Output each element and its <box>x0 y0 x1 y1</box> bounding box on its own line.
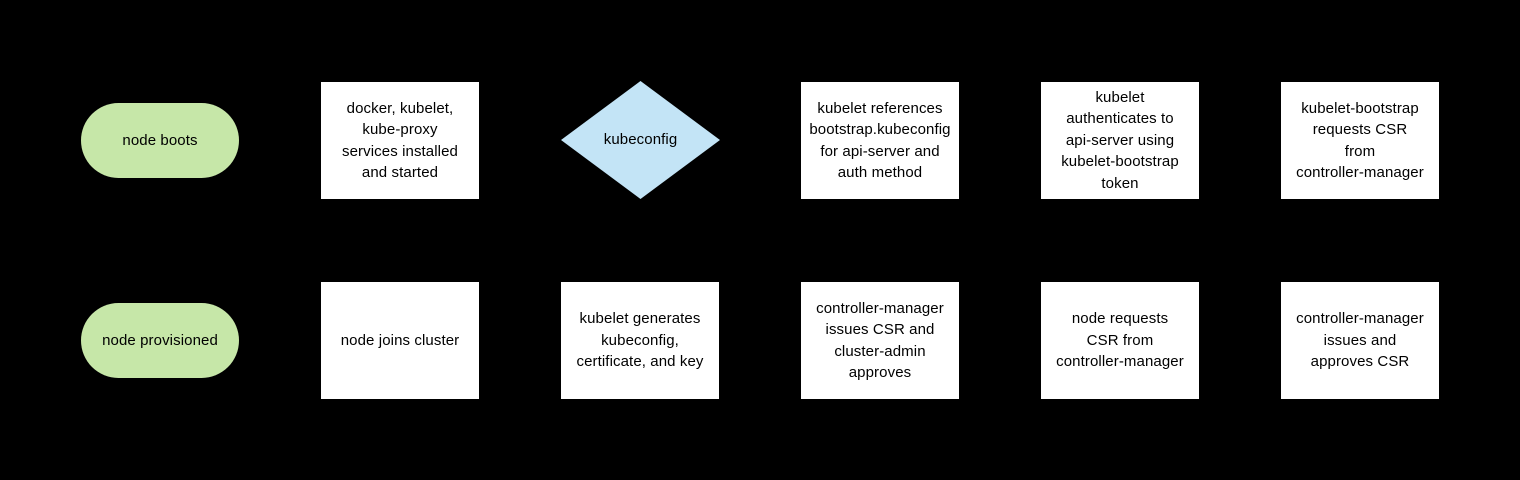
flow-node-kubelet-bootstrap-requests-csr[interactable]: kubelet-bootstrap requests CSR from cont… <box>1281 82 1439 199</box>
flow-node-kubelet-generates[interactable]: kubelet generates kubeconfig, certificat… <box>561 282 719 399</box>
flow-node-label-services-installed: docker, kubelet, kube-proxy services ins… <box>341 99 458 182</box>
flow-node-label-node-joins-cluster: node joins cluster <box>340 331 460 349</box>
flow-node-label-kubelet-authenticates: kubelet authenticates to api-server usin… <box>1061 88 1179 192</box>
flow-node-kubelet-references-bootstrap[interactable]: kubelet references bootstrap.kubeconfig … <box>801 82 959 199</box>
flow-node-kubeconfig[interactable]: kubeconfig <box>561 81 720 199</box>
flow-node-label-node-provisioned: node provisioned <box>102 331 218 349</box>
flow-node-node-joins-cluster[interactable]: node joins cluster <box>321 282 479 399</box>
flow-node-label-kubelet-bootstrap-requests-csr: kubelet-bootstrap requests CSR from cont… <box>1296 99 1424 182</box>
flow-node-node-provisioned[interactable]: node provisioned <box>81 303 239 378</box>
flow-node-services-installed[interactable]: docker, kubelet, kube-proxy services ins… <box>321 82 479 199</box>
flow-node-controller-manager-issues-approves[interactable]: controller-manager issues and approves C… <box>1281 282 1439 399</box>
flow-node-label-kubeconfig: kubeconfig <box>603 131 678 149</box>
flow-node-label-controller-manager-issues-csr: controller-manager issues CSR and cluste… <box>816 299 944 382</box>
flow-node-label-controller-manager-issues-approves: controller-manager issues and approves C… <box>1296 310 1424 371</box>
flow-node-label-kubelet-generates: kubelet generates kubeconfig, certificat… <box>576 310 704 371</box>
flow-node-label-node-requests-csr: node requests CSR from controller-manage… <box>1056 310 1184 371</box>
flow-node-controller-manager-issues-csr[interactable]: controller-manager issues CSR and cluste… <box>801 282 959 399</box>
flow-node-node-requests-csr[interactable]: node requests CSR from controller-manage… <box>1041 282 1199 399</box>
flow-node-label-node-boots: node boots <box>122 131 198 149</box>
flow-node-label-kubelet-references-bootstrap: kubelet references bootstrap.kubeconfig … <box>809 99 951 182</box>
flow-node-node-boots[interactable]: node boots <box>81 103 239 178</box>
flow-node-kubelet-authenticates[interactable]: kubelet authenticates to api-server usin… <box>1041 82 1199 199</box>
